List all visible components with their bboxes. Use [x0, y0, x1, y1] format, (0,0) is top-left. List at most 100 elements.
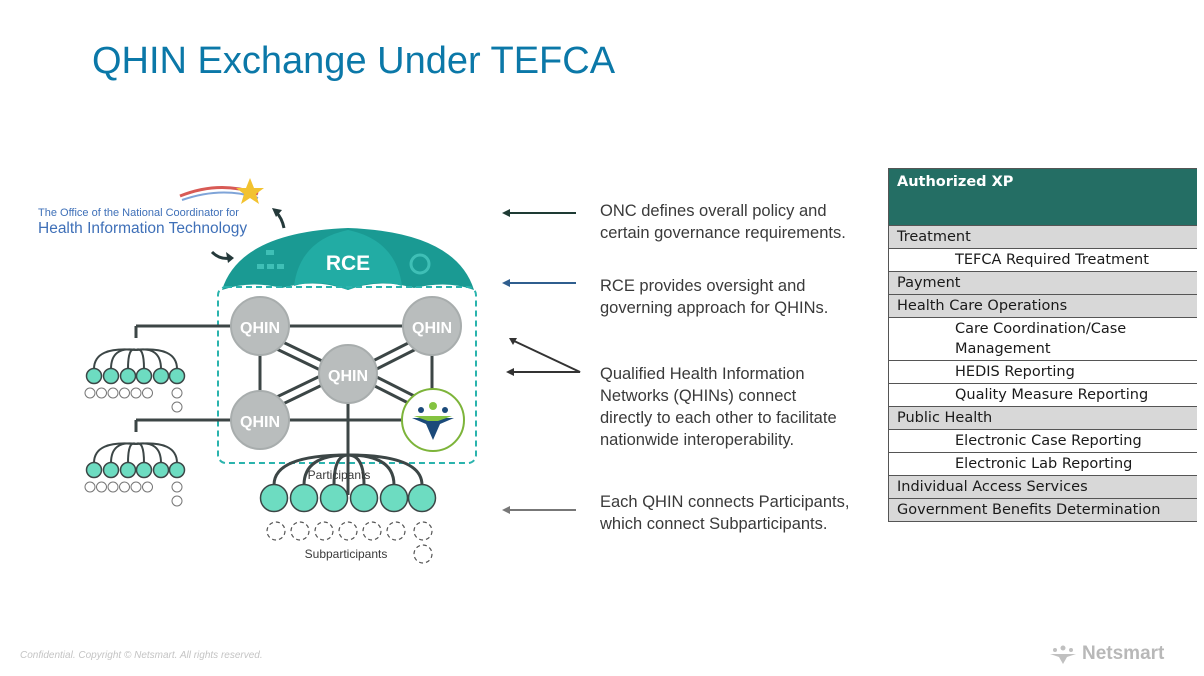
xp-subcategory-cell: Quality Measure Reporting — [888, 383, 1197, 407]
xp-table-row: Government Benefits Determination — [888, 498, 1197, 522]
xp-subcategory-cell: Electronic Case Reporting — [888, 429, 1197, 453]
subparticipants-label: Subparticipants — [305, 547, 388, 561]
subparticipant-node — [266, 521, 286, 541]
netsmart-qhin-node — [401, 388, 465, 452]
subparticipant-node — [362, 521, 382, 541]
participants-label: Participants — [308, 468, 371, 482]
subparticipant-node — [386, 521, 406, 541]
participant-node — [102, 367, 120, 385]
rce-label: RCE — [326, 252, 370, 275]
rce-description: RCE provides oversight and governing app… — [600, 277, 829, 317]
qhin-node: QHIN — [402, 296, 462, 356]
xp-category-cell: Public Health — [888, 406, 1197, 430]
qhin-node: QHIN — [318, 344, 378, 404]
subparticipant-node — [119, 387, 130, 399]
subparticipant-node — [338, 521, 358, 541]
arrow-onc — [502, 209, 576, 217]
participant-node — [85, 367, 103, 385]
qhin-network-boundary — [217, 286, 477, 464]
participant-node — [135, 367, 153, 385]
participant-node — [152, 367, 170, 385]
subparticipant-node — [171, 495, 183, 507]
xp-subcategory-cell: TEFCA Required Treatment — [888, 248, 1197, 272]
onc-logo-line1: The Office of the National Coordinator f… — [38, 207, 239, 219]
participant-node — [135, 461, 153, 479]
xp-category-cell: Government Benefits Determination — [888, 498, 1197, 522]
xp-category-cell: Payment — [888, 271, 1197, 295]
onc-logo: The Office of the National Coordinator f… — [38, 178, 264, 237]
brand-name: Netsmart — [1082, 643, 1165, 664]
xp-table-row: HEDIS Reporting — [888, 360, 1197, 384]
onc-logo-line2: Health Information Technology — [38, 220, 247, 237]
subparticipant-node — [84, 387, 96, 399]
subparticipant-node — [290, 521, 310, 541]
subparticipant-node — [107, 481, 119, 493]
qhin-diagram: The Office of the National Coordinator f… — [38, 178, 581, 564]
star-icon — [236, 178, 264, 204]
xp-category-cell: Individual Access Services — [888, 475, 1197, 499]
xp-subcategory-cell: Care Coordination/Case Management — [888, 317, 1197, 361]
slide-title: QHIN Exchange Under TEFCA — [92, 40, 616, 82]
xp-category-cell: Treatment — [888, 225, 1197, 249]
subparticipant-node — [413, 544, 433, 564]
subparticipant-node — [84, 481, 96, 493]
participant-node — [289, 483, 319, 513]
arrow-rce — [502, 279, 576, 287]
xp-table-row: Care Coordination/Case Management — [888, 317, 1197, 361]
participant-node — [259, 483, 289, 513]
participant-trees — [84, 348, 186, 507]
onc-description: ONC defines overall policy and certain g… — [600, 202, 846, 242]
subparticipant-node — [96, 387, 107, 399]
participants-tree — [259, 453, 437, 564]
xp-table-row: Individual Access Services — [888, 475, 1197, 499]
participant-node — [349, 483, 379, 513]
xp-subcategory-cell: HEDIS Reporting — [888, 360, 1197, 384]
xp-table-row: Treatment — [888, 225, 1197, 249]
subparticipant-node — [142, 481, 153, 493]
subparticipant-node — [171, 401, 183, 413]
qhin-node: QHIN — [230, 390, 290, 450]
xp-table-row: TEFCA Required Treatment — [888, 248, 1197, 272]
participant-node — [152, 461, 170, 479]
participant-node — [119, 461, 137, 479]
subparticipant-node — [119, 481, 130, 493]
svg-text:QHIN: QHIN — [412, 320, 452, 337]
participants-description: Each QHIN connects Participants, which c… — [600, 493, 850, 533]
confidential-footer: Confidential. Copyright © Netsmart. All … — [20, 650, 263, 661]
subparticipant-node — [130, 387, 142, 399]
netsmart-logo: Netsmart — [1048, 643, 1164, 665]
participant-node — [102, 461, 120, 479]
xp-category-cell: Health Care Operations — [888, 294, 1197, 318]
netsmart-brand-icon — [1050, 645, 1076, 664]
qhin-node: QHIN — [230, 296, 290, 356]
qhin-description: Qualified Health Information Networks (Q… — [600, 365, 837, 449]
participant-node — [407, 483, 437, 513]
xp-table-row: Health Care Operations — [888, 294, 1197, 318]
subparticipant-node — [96, 481, 107, 493]
xp-table-row: Public Health — [888, 406, 1197, 430]
subparticipant-node — [142, 387, 153, 399]
participant-node — [168, 461, 186, 479]
org-chart-icon — [257, 250, 284, 269]
participant-node — [168, 367, 186, 385]
xp-subcategory-cell: Electronic Lab Reporting — [888, 452, 1197, 476]
participant-node — [319, 483, 349, 513]
participant-node — [119, 367, 137, 385]
arrow-qhin — [506, 338, 581, 376]
subparticipant-node — [107, 387, 119, 399]
participant-node — [379, 483, 409, 513]
svg-text:QHIN: QHIN — [240, 320, 280, 337]
arrow-participants — [502, 506, 576, 514]
xp-table-row: Quality Measure Reporting — [888, 383, 1197, 407]
xp-table-header: Authorized XP — [888, 168, 1197, 226]
xp-table-row: Electronic Case Reporting — [888, 429, 1197, 453]
svg-text:QHIN: QHIN — [240, 414, 280, 431]
participant-node — [85, 461, 103, 479]
subparticipant-node — [130, 481, 142, 493]
xp-table-row: Payment — [888, 271, 1197, 295]
rce-umbrella: RCE — [222, 228, 474, 290]
xp-table-row: Electronic Lab Reporting — [888, 452, 1197, 476]
subparticipant-node — [314, 521, 334, 541]
gear-check-icon — [409, 253, 431, 275]
